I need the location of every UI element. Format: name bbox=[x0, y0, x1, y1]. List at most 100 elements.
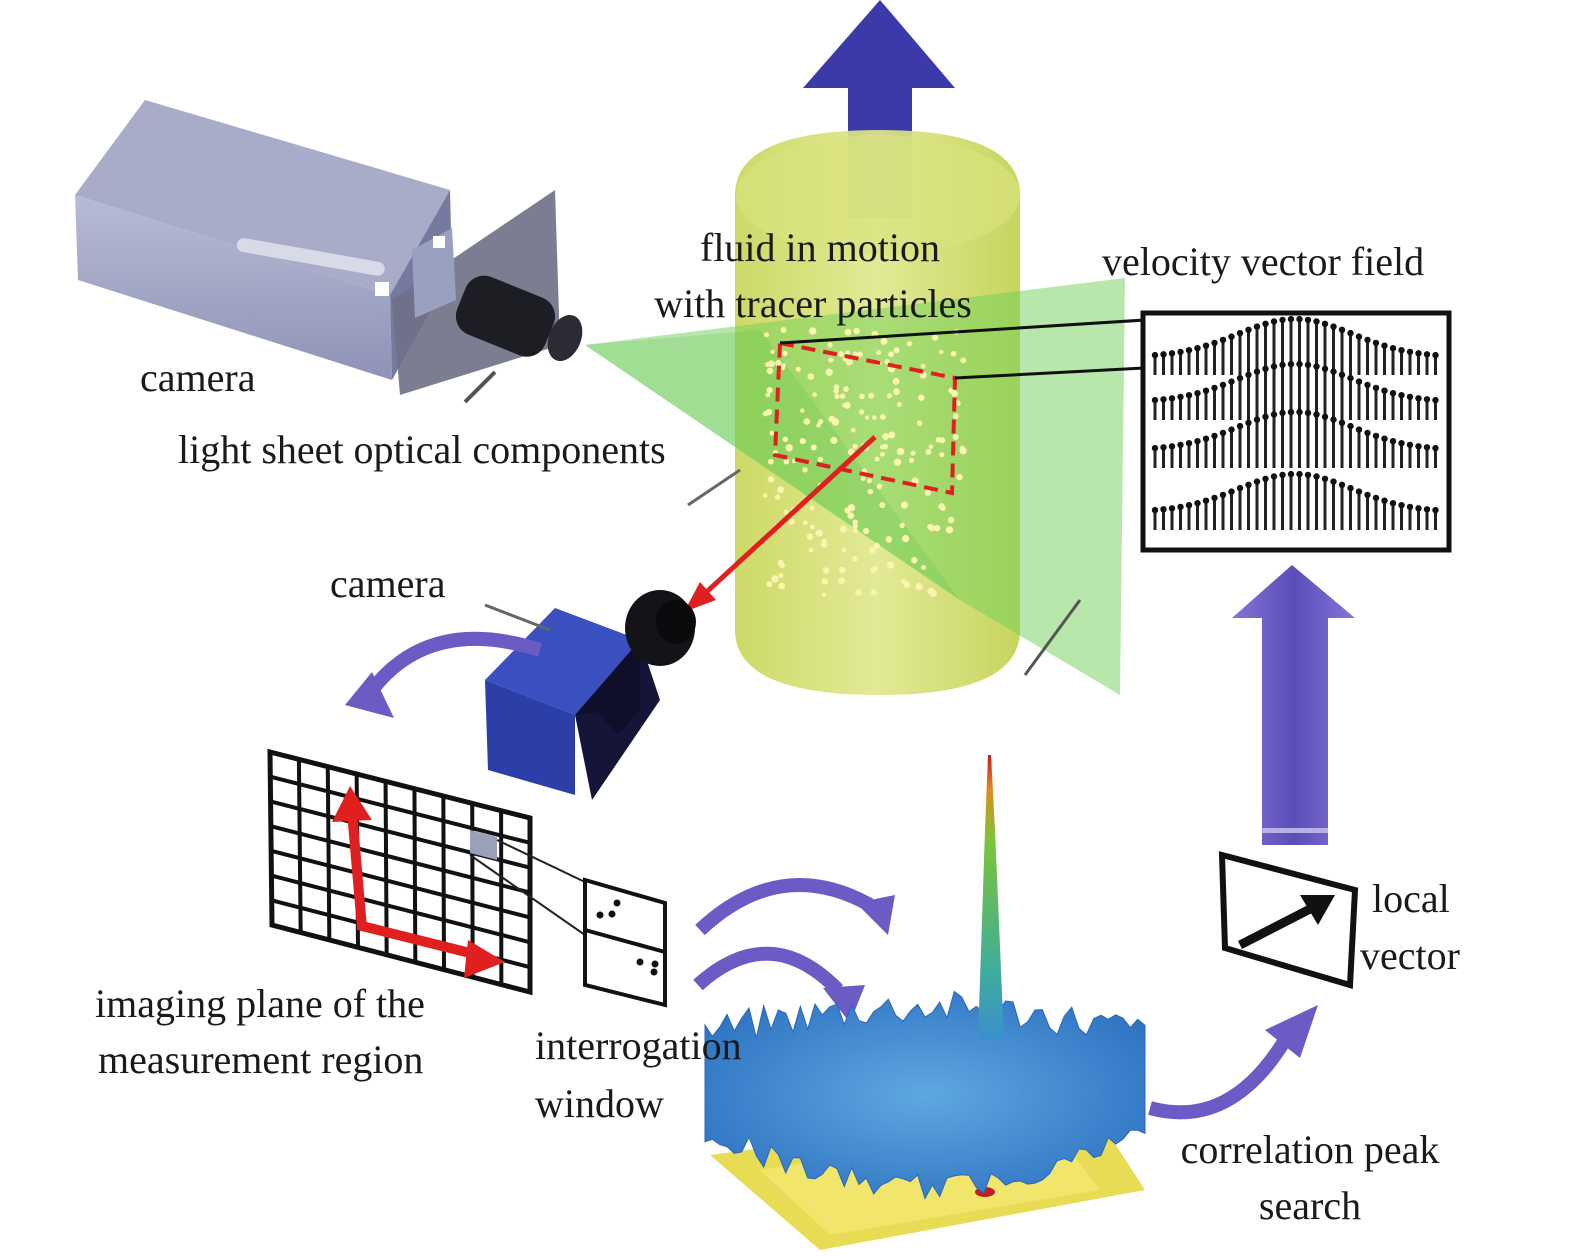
vector-head bbox=[1381, 435, 1388, 442]
vector-head bbox=[1168, 395, 1176, 402]
tracer-particle bbox=[896, 401, 902, 407]
tracer-particle bbox=[915, 583, 923, 591]
tracer-particle bbox=[864, 415, 870, 420]
tracer-particle bbox=[908, 457, 915, 463]
vector-head bbox=[1253, 323, 1261, 330]
vector-head bbox=[1168, 350, 1176, 357]
tracer-particle bbox=[783, 458, 790, 465]
tracer-particle bbox=[882, 433, 889, 440]
tracer-particle bbox=[879, 502, 886, 509]
vector-head bbox=[1347, 374, 1354, 382]
transfer-arrow-camera bbox=[345, 631, 543, 718]
tracer-particle bbox=[815, 529, 823, 537]
vector-head bbox=[1245, 419, 1252, 426]
vector-head bbox=[1364, 381, 1371, 389]
vector-head bbox=[1338, 371, 1346, 378]
tracer-particle bbox=[928, 444, 934, 450]
tracer-particle bbox=[765, 392, 771, 398]
tracer-particle bbox=[775, 359, 782, 367]
vector-head bbox=[1236, 422, 1244, 430]
tracer-particle bbox=[921, 564, 927, 571]
vector-head bbox=[1381, 342, 1388, 349]
vector-head bbox=[1321, 475, 1329, 482]
tracer-particle bbox=[767, 458, 774, 465]
tracer-particle bbox=[901, 578, 907, 585]
tracer-particle bbox=[920, 363, 926, 369]
local-vector-box bbox=[1218, 851, 1359, 989]
tracer-particle bbox=[810, 444, 817, 451]
imaging-plane-label-line2: measurement region bbox=[98, 1037, 424, 1082]
tracer-particle bbox=[816, 422, 821, 428]
fluid-label-line2: with tracer particles bbox=[654, 281, 972, 326]
vector-head bbox=[1185, 502, 1193, 509]
vector-head bbox=[1160, 351, 1167, 358]
tracer-particle bbox=[852, 519, 858, 525]
tracer-particle bbox=[800, 408, 805, 413]
tracer-particle bbox=[774, 494, 781, 500]
tracer-particle bbox=[873, 566, 879, 571]
vector-head bbox=[1151, 506, 1159, 514]
tracer-particle bbox=[809, 505, 815, 511]
tracer-particle bbox=[893, 388, 900, 396]
vector-head bbox=[1389, 500, 1397, 507]
vector-head bbox=[1296, 360, 1303, 368]
light-sheet-optics-box bbox=[75, 100, 583, 404]
tracer-particle bbox=[876, 350, 882, 355]
tracer-particle bbox=[764, 332, 769, 338]
tracer-particle bbox=[935, 437, 942, 443]
vector-head bbox=[1253, 416, 1261, 423]
vector-head bbox=[1194, 345, 1201, 352]
vector-head bbox=[1236, 329, 1244, 337]
tracer-particle bbox=[788, 518, 795, 525]
vector-head bbox=[1398, 347, 1405, 354]
tracer-particle bbox=[893, 347, 900, 354]
grid-line bbox=[269, 774, 531, 845]
tracer-particle bbox=[868, 392, 875, 399]
vector-head bbox=[1177, 441, 1184, 449]
tracer-particle bbox=[860, 476, 866, 481]
tracer-particle bbox=[770, 349, 775, 354]
vector-head bbox=[1253, 478, 1261, 485]
vector-head bbox=[1355, 333, 1363, 340]
vector-head bbox=[1330, 368, 1337, 375]
vector-head bbox=[1406, 441, 1414, 449]
tracer-particle bbox=[838, 577, 845, 585]
vector-head bbox=[1168, 443, 1176, 450]
vector-head bbox=[1279, 361, 1286, 369]
vector-head bbox=[1211, 339, 1218, 347]
tracer-particle bbox=[831, 418, 840, 426]
tracer-particle bbox=[856, 351, 863, 358]
tracer-particle bbox=[834, 393, 840, 399]
tracer-particle bbox=[918, 394, 925, 401]
vector-head bbox=[1245, 371, 1252, 378]
imaging-plane-grid bbox=[267, 748, 533, 996]
vector-head bbox=[1228, 333, 1235, 340]
tracer-particle bbox=[938, 503, 945, 510]
tracer-particle bbox=[847, 504, 856, 512]
tracer-particle bbox=[874, 456, 880, 462]
tracer-particle bbox=[867, 488, 874, 495]
tracer-particle bbox=[765, 361, 771, 368]
tracer-particle bbox=[767, 476, 775, 483]
tracer-particle bbox=[939, 452, 945, 458]
tracer-particle bbox=[820, 541, 828, 548]
tracer-particle bbox=[870, 589, 878, 596]
grid-line bbox=[441, 795, 446, 970]
tracer-particle bbox=[844, 328, 852, 336]
vector-head bbox=[1338, 419, 1346, 426]
vector-head bbox=[1355, 378, 1363, 385]
tracer-particle bbox=[955, 400, 961, 407]
velocity-vectors bbox=[1151, 315, 1439, 530]
vector-head bbox=[1372, 494, 1380, 502]
vector-head bbox=[1279, 471, 1286, 479]
vector-head bbox=[1296, 315, 1303, 323]
vector-head bbox=[1151, 396, 1159, 404]
tracer-particle bbox=[833, 384, 840, 390]
vector-head bbox=[1398, 392, 1405, 399]
tracer-particle bbox=[933, 524, 941, 532]
vector-head bbox=[1372, 384, 1380, 392]
vector-head bbox=[1296, 408, 1303, 416]
vector-head bbox=[1423, 351, 1431, 358]
vector-head bbox=[1279, 409, 1286, 417]
vector-head bbox=[1330, 416, 1337, 423]
